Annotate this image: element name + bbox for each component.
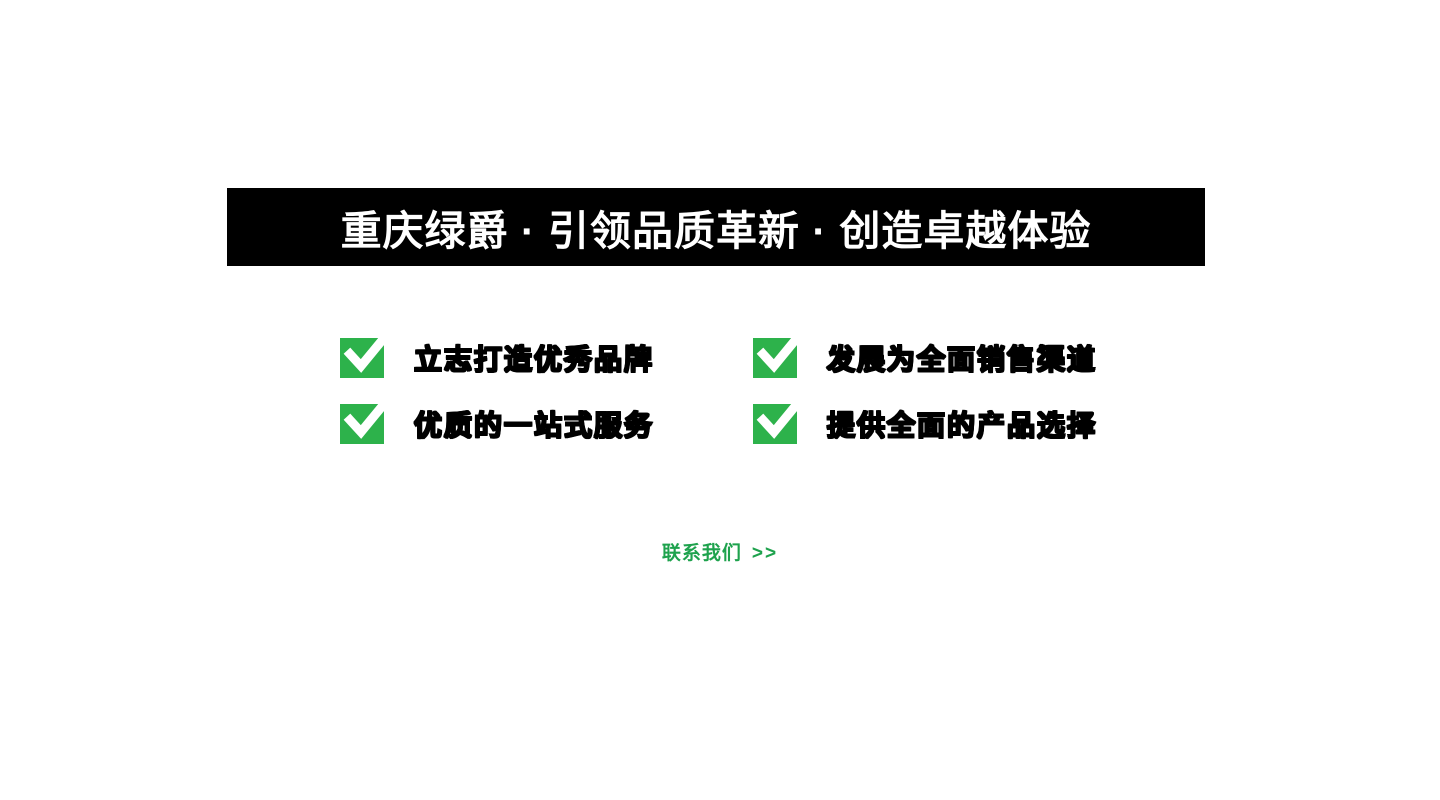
feature-item-sales: 发展为全面销售渠道 [753, 331, 1098, 378]
chevron-right-icon: >> [751, 543, 779, 564]
feature-label: 优质的一站式服务 [413, 409, 655, 442]
feature-item-service: 优质的一站式服务 [340, 397, 655, 444]
feature-label: 提供全面的产品选择 [826, 409, 1098, 442]
contact-us-link[interactable]: 联系我们 >> [662, 538, 778, 565]
feature-label: 立志打造优秀品牌 [413, 343, 655, 376]
check-icon [340, 397, 391, 444]
feature-label: 发展为全面销售渠道 [826, 343, 1098, 376]
cta-container: 联系我们 >> [0, 538, 1440, 565]
feature-item-products: 提供全面的产品选择 [753, 397, 1098, 444]
check-icon [753, 397, 804, 444]
page-title: 重庆绿爵 · 引领品质革新 · 创造卓越体验 [340, 208, 1092, 254]
headline-banner: 重庆绿爵 · 引领品质革新 · 创造卓越体验 [227, 188, 1205, 266]
check-icon [753, 331, 804, 378]
feature-item-brand: 立志打造优秀品牌 [340, 331, 655, 378]
contact-us-label: 联系我们 [661, 543, 742, 564]
check-icon [340, 331, 391, 378]
